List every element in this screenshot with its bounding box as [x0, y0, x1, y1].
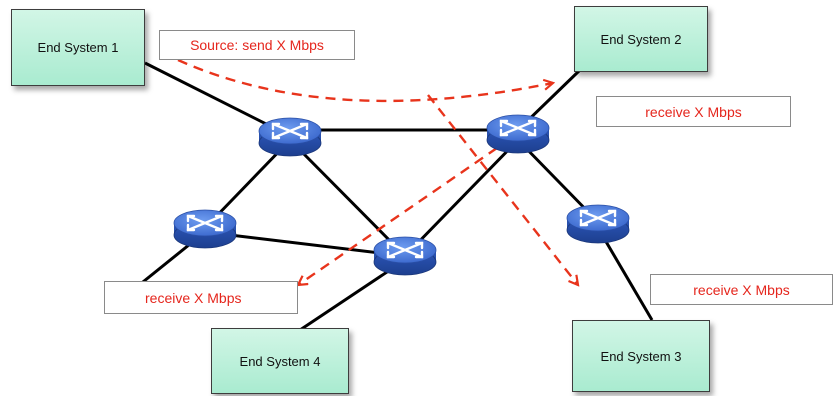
link-r1-r4	[288, 138, 407, 258]
end-system-3-label: End System 3	[600, 348, 682, 364]
receive-note-es3-text: receive X Mbps	[693, 281, 790, 298]
flow-arrow-to-es2	[177, 58, 553, 103]
receive-note-es2-text: receive X Mbps	[645, 103, 742, 120]
flow-arrow-to-es3	[427, 94, 578, 285]
routers	[172, 113, 631, 277]
flow-arrow-to-es4	[298, 147, 498, 285]
source-note: Source: send X Mbps	[159, 30, 355, 60]
link-r3-r4	[204, 230, 406, 258]
link-r5-es3	[596, 227, 654, 321]
end-system-3: End System 3	[572, 320, 710, 392]
end-system-2: End System 2	[574, 6, 708, 72]
router-icon	[172, 208, 238, 250]
end-system-2-label: End System 2	[600, 31, 682, 47]
end-system-4-label: End System 4	[239, 353, 321, 369]
end-system-4: End System 4	[211, 328, 349, 394]
receive-note-es4-text: receive X Mbps	[145, 289, 242, 306]
receive-note-es2: receive X Mbps	[596, 96, 791, 127]
router-icon	[257, 116, 323, 158]
source-note-text: Source: send X Mbps	[190, 37, 324, 53]
link-r2-r4	[403, 138, 520, 258]
end-system-1-label: End System 1	[37, 40, 119, 55]
router-icon	[565, 203, 631, 245]
flow-arrows	[177, 58, 578, 285]
router-icon	[485, 113, 551, 155]
receive-note-es4: receive X Mbps	[104, 281, 298, 314]
receive-note-es3: receive X Mbps	[650, 274, 833, 305]
end-system-1: End System 1	[11, 9, 145, 86]
router-icon	[372, 235, 438, 277]
